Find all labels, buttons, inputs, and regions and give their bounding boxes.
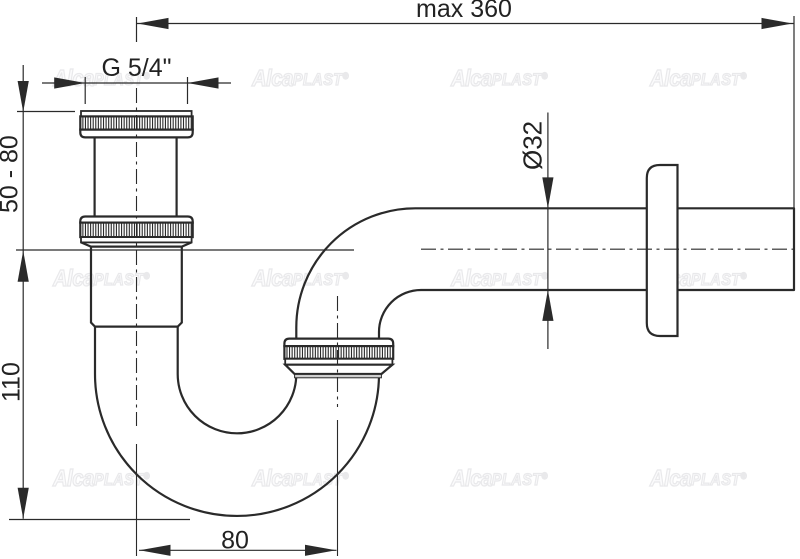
svg-text:AlcaPLAST®: AlcaPLAST®: [450, 65, 548, 91]
svg-text:110: 110: [0, 362, 26, 402]
svg-text:50 - 80: 50 - 80: [0, 135, 24, 213]
svg-text:80: 80: [221, 526, 249, 554]
svg-text:G 5/4": G 5/4": [101, 54, 171, 82]
svg-text:Ø32: Ø32: [518, 121, 548, 170]
svg-text:max 360: max 360: [416, 0, 512, 23]
